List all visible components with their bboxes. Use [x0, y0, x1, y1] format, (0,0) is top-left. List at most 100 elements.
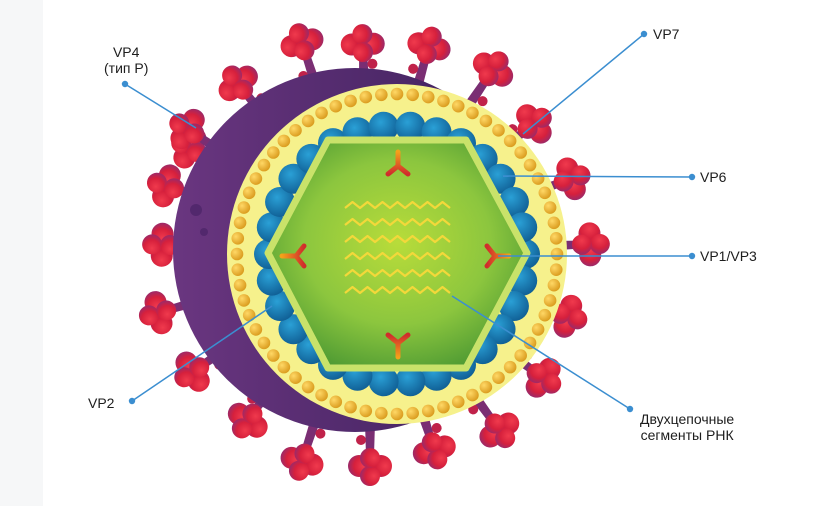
vp7-bead: [242, 186, 256, 200]
vp7-bead-ring: [230, 87, 564, 421]
label-vp4-line1: VP4: [112, 44, 140, 60]
left-margin-strip: [0, 0, 43, 506]
vp7-bead: [277, 134, 291, 148]
vp4-spike: [407, 26, 451, 90]
vp7-bead: [242, 308, 256, 322]
vp7-bead: [538, 308, 552, 322]
vp7-bead: [503, 134, 517, 148]
vp7-bead: [523, 158, 537, 172]
vp7-bead: [514, 349, 527, 362]
leader-vp2: [131, 305, 273, 402]
vp6-bead: [265, 291, 296, 322]
vp7-bead: [543, 201, 557, 214]
vp6-bead: [368, 366, 399, 397]
vp7-bead: [421, 90, 435, 104]
vp7-bead: [479, 380, 493, 394]
vp7-bead: [390, 407, 404, 421]
vp7-bead: [406, 406, 419, 420]
vp4-spike: [412, 412, 456, 470]
vp7-bead: [344, 94, 357, 108]
label-vp2: VP2: [88, 395, 115, 411]
vp6-bead: [395, 111, 426, 142]
vp7-bead: [329, 99, 343, 113]
vp7-bead: [315, 388, 328, 402]
vp7-bead: [237, 201, 251, 214]
vp7-bead: [301, 380, 315, 394]
vp7-bead: [437, 400, 450, 414]
vp7-bead: [543, 294, 557, 307]
vp7-bead: [375, 406, 388, 420]
label-rna: Двухцепочные сегменты РНК: [640, 411, 734, 443]
vp7-bead: [233, 216, 247, 230]
label-rna-line1: Двухцепочные: [640, 411, 735, 427]
leader-rna: [451, 295, 631, 410]
vp7-bead: [257, 158, 271, 172]
vp7-bead: [531, 172, 545, 185]
leader-lines: [124, 33, 693, 410]
vp7-bead: [315, 106, 328, 120]
rna-strand: [344, 200, 451, 210]
vp7-bead: [547, 278, 561, 292]
shell-pore: [200, 228, 208, 236]
leader-vp4: [124, 83, 197, 129]
label-vp7: VP7: [653, 26, 680, 42]
vp7-bead: [267, 146, 280, 159]
vp7-bead: [289, 124, 302, 137]
vp7-bead: [329, 395, 343, 409]
vp7-bead: [538, 186, 552, 200]
vp7-bead: [390, 87, 404, 101]
label-rna-line2: сегменты РНК: [640, 427, 734, 443]
vp7-bead: [421, 404, 435, 418]
vp7-bead: [289, 371, 302, 384]
vp7-bead: [231, 232, 245, 245]
vp7-bead: [233, 278, 247, 292]
vp7-bead: [451, 395, 465, 409]
vp7-bead: [277, 360, 291, 374]
vp7-bead: [549, 232, 563, 245]
vp7-bead: [249, 172, 263, 185]
label-vp1-vp3: VP1/VP3: [700, 248, 757, 264]
vp7-bead: [550, 247, 564, 261]
vp6-bead: [368, 111, 399, 142]
vp7-bead: [257, 336, 271, 350]
vp7-bead: [230, 247, 244, 261]
vp7-bead: [466, 388, 479, 402]
enzyme-marker: [385, 149, 411, 177]
vp7-bead: [344, 400, 357, 414]
leader-vp6: [502, 175, 693, 178]
vp7-bead: [359, 404, 373, 418]
vp7-bead: [479, 114, 493, 128]
shell-pore: [190, 204, 202, 216]
label-vp4: VP4 (тип P): [104, 44, 148, 76]
label-vp4-line2: (тип P): [104, 60, 149, 76]
leader-vp7: [522, 33, 645, 135]
vp6-bead: [395, 366, 426, 397]
vp4-spike: [280, 412, 326, 481]
rna-strand: [344, 268, 451, 278]
vp7-bead: [249, 323, 263, 336]
rna-strand: [344, 285, 451, 295]
vp7-bead: [406, 88, 419, 102]
enzyme-marker: [279, 243, 307, 269]
vp7-bead: [437, 94, 450, 108]
vp7-bead: [547, 216, 561, 230]
vp7-bead: [267, 349, 280, 362]
enzyme-marker: [385, 332, 411, 360]
vp7-bead: [514, 146, 527, 159]
vp7-bead: [375, 88, 388, 102]
label-vp6: VP6: [700, 169, 727, 185]
rna-strand: [344, 251, 451, 261]
vp7-bead: [523, 336, 537, 350]
vp7-bead: [503, 360, 517, 374]
vp7-bead: [492, 371, 505, 384]
vp4-spike: [348, 422, 392, 486]
vp7-bead: [237, 294, 251, 307]
vp7-bead: [231, 263, 245, 276]
vp7-bead: [301, 114, 315, 128]
vp7-bead: [531, 323, 545, 336]
rna-strand: [344, 234, 451, 244]
leader-dots: [121, 30, 696, 413]
vp1-vp3-enzymes: [279, 149, 512, 360]
vp7-bead: [492, 124, 505, 137]
